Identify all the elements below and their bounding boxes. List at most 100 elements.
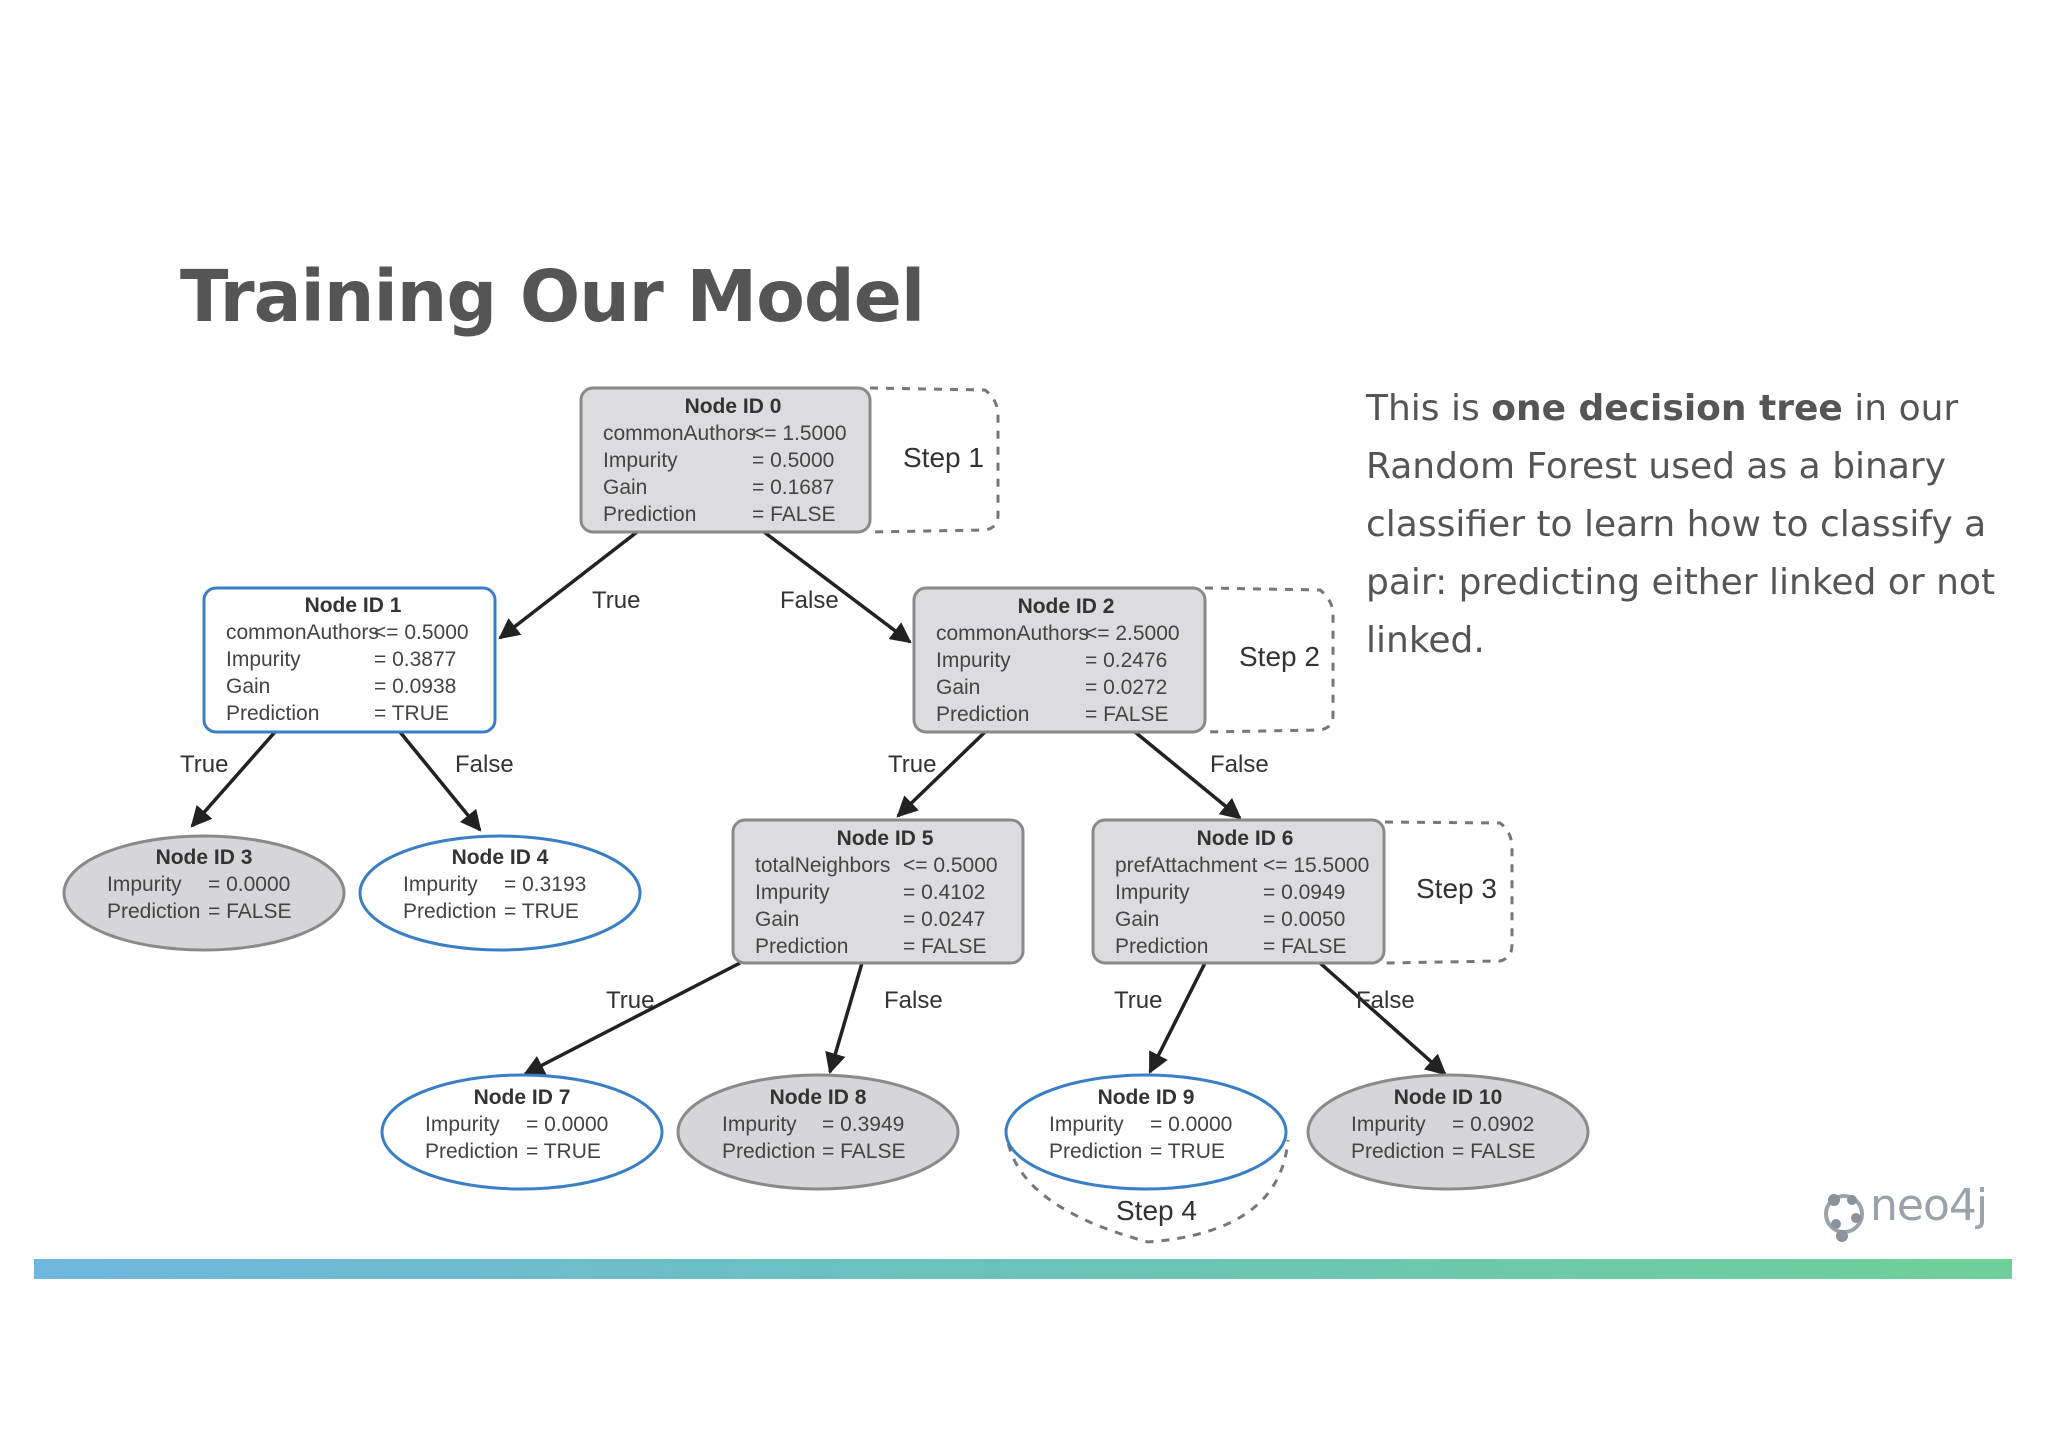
step-1-label: Step 1: [903, 442, 984, 473]
node-2-title: Node ID 2: [1018, 595, 1115, 618]
edge-5-8: [825, 962, 864, 1075]
node-8-title: Node ID 8: [770, 1086, 867, 1109]
node-8-row-1-val: = FALSE: [822, 1140, 905, 1163]
node-6-row-3-val: = FALSE: [1263, 935, 1346, 958]
node-6-row-2-key: Gain: [1115, 908, 1159, 931]
step-3-label: Step 3: [1416, 873, 1497, 904]
node-3-row-1-key: Prediction: [107, 900, 200, 923]
node-0-row-0-val: <= 1.5000: [752, 422, 847, 445]
edge-label-5-7: True: [606, 987, 654, 1014]
edge-label-6-10: False: [1356, 987, 1415, 1014]
step-3-outline: [1384, 820, 1514, 965]
node-2-row-1-val: = 0.2476: [1085, 649, 1167, 672]
node-6-row-1-val: = 0.0949: [1263, 881, 1345, 904]
node-10-row-0-key: Impurity: [1351, 1113, 1426, 1136]
edge-6-9: [1148, 962, 1207, 1074]
edge-label-0-2: False: [780, 587, 839, 614]
node-2-box: [912, 586, 1207, 734]
edge-label-1-4: False: [455, 751, 514, 778]
node-6-row-1-key: Impurity: [1115, 881, 1190, 904]
node-1-row-1-key: Impurity: [226, 648, 301, 671]
node-8-ellipse: [676, 1073, 960, 1191]
node-4: Node ID 4 Impurity = 0.3193 Prediction =…: [358, 834, 642, 952]
node-8-row-1-key: Prediction: [722, 1140, 815, 1163]
node-7-title: Node ID 7: [474, 1086, 571, 1109]
bottom-gradient-bar: [34, 1259, 2012, 1279]
node-9-title: Node ID 9: [1098, 1086, 1195, 1109]
edge-label-2-5: True: [888, 751, 936, 778]
node-2-row-1-key: Impurity: [936, 649, 1011, 672]
node-0-row-2-key: Gain: [603, 476, 647, 499]
node-0-title: Node ID 0: [685, 395, 782, 418]
node-4-row-0-val: = 0.3193: [504, 873, 586, 896]
edge-2-5: [896, 730, 987, 818]
node-5-box: [731, 818, 1025, 965]
node-1-row-1-val: = 0.3877: [374, 648, 456, 671]
edge-label-0-1: True: [592, 587, 640, 614]
node-1-row-3-key: Prediction: [226, 702, 319, 725]
node-1-title: Node ID 1: [305, 594, 402, 617]
node-0-row-3-key: Prediction: [603, 503, 696, 526]
edge-label-1-3: True: [180, 751, 228, 778]
node-1-row-2-key: Gain: [226, 675, 270, 698]
node-1-row-3-val: = TRUE: [374, 702, 449, 725]
node-4-title: Node ID 4: [452, 846, 549, 869]
node-5-row-0-val: <= 0.5000: [903, 854, 998, 877]
node-9-row-0-val: = 0.0000: [1150, 1113, 1232, 1136]
edge-label-2-6: False: [1210, 751, 1269, 778]
node-4-ellipse: [358, 834, 642, 952]
node-1-row-0-key: commonAuthors: [226, 621, 379, 644]
node-4-row-1-key: Prediction: [403, 900, 496, 923]
node-2-row-3-val: = FALSE: [1085, 703, 1168, 726]
node-10-row-1-key: Prediction: [1351, 1140, 1444, 1163]
description-after: in our Random Forest used as a binary cl…: [1366, 388, 1996, 661]
node-6-row-0-key: prefAttachment: [1115, 854, 1258, 877]
node-0-row-1-key: Impurity: [603, 449, 678, 472]
node-2-row-0-val: <= 2.5000: [1085, 622, 1180, 645]
node-5: Node ID 5 totalNeighbors <= 0.5000 Impur…: [731, 818, 1025, 965]
node-4-row-0-key: Impurity: [403, 873, 478, 896]
description-before: This is: [1366, 388, 1492, 429]
node-7-row-1-key: Prediction: [425, 1140, 518, 1163]
node-0-row-0-key: commonAuthors: [603, 422, 756, 445]
node-9-row-1-val: = TRUE: [1150, 1140, 1225, 1163]
node-7-row-0-val: = 0.0000: [526, 1113, 608, 1136]
node-10-title: Node ID 10: [1394, 1086, 1503, 1109]
node-2-row-3-key: Prediction: [936, 703, 1029, 726]
node-6: Node ID 6 prefAttachment <= 15.5000 Impu…: [1091, 818, 1386, 965]
node-9: Node ID 9 Impurity = 0.0000 Prediction =…: [1004, 1073, 1288, 1191]
node-5-row-1-key: Impurity: [755, 881, 830, 904]
node-3-row-1-val: = FALSE: [208, 900, 291, 923]
edge-label-5-8: False: [884, 987, 943, 1014]
node-5-title: Node ID 5: [837, 827, 934, 850]
node-6-box: [1091, 818, 1386, 965]
node-5-row-1-val: = 0.4102: [903, 881, 985, 904]
neo4j-graph-icon: [1824, 1194, 1864, 1242]
node-2-row-2-key: Gain: [936, 676, 980, 699]
node-0-box: [579, 386, 872, 534]
node-6-row-2-val: = 0.0050: [1263, 908, 1345, 931]
node-7-ellipse: [380, 1073, 664, 1191]
node-3-row-0-key: Impurity: [107, 873, 182, 896]
node-2-row-2-val: = 0.0272: [1085, 676, 1167, 699]
neo4j-logo: neo4j: [1822, 1180, 1992, 1244]
node-10-row-1-val: = FALSE: [1452, 1140, 1535, 1163]
node-7-row-1-val: = TRUE: [526, 1140, 601, 1163]
node-9-row-1-key: Prediction: [1049, 1140, 1142, 1163]
node-10-row-0-val: = 0.0902: [1452, 1113, 1534, 1136]
node-1: Node ID 1 commonAuthors <= 0.5000 Impuri…: [202, 586, 497, 734]
step-2-label: Step 2: [1239, 641, 1320, 672]
node-2-row-0-key: commonAuthors: [936, 622, 1089, 645]
node-10: Node ID 10 Impurity = 0.0902 Prediction …: [1306, 1073, 1590, 1191]
node-0: Node ID 0 commonAuthors <= 1.5000 Impuri…: [579, 386, 872, 534]
node-0-row-1-val: = 0.5000: [752, 449, 834, 472]
node-8-row-0-val: = 0.3949: [822, 1113, 904, 1136]
edge-label-6-9: True: [1114, 987, 1162, 1014]
node-6-row-0-val: <= 15.5000: [1263, 854, 1369, 877]
node-7-row-0-key: Impurity: [425, 1113, 500, 1136]
edge-0-1: [498, 530, 639, 640]
edge-5-7: [523, 961, 741, 1076]
node-3-row-0-val: = 0.0000: [208, 873, 290, 896]
node-9-ellipse: [1004, 1073, 1288, 1191]
logo-wordmark: neo4j: [1870, 1180, 1988, 1231]
